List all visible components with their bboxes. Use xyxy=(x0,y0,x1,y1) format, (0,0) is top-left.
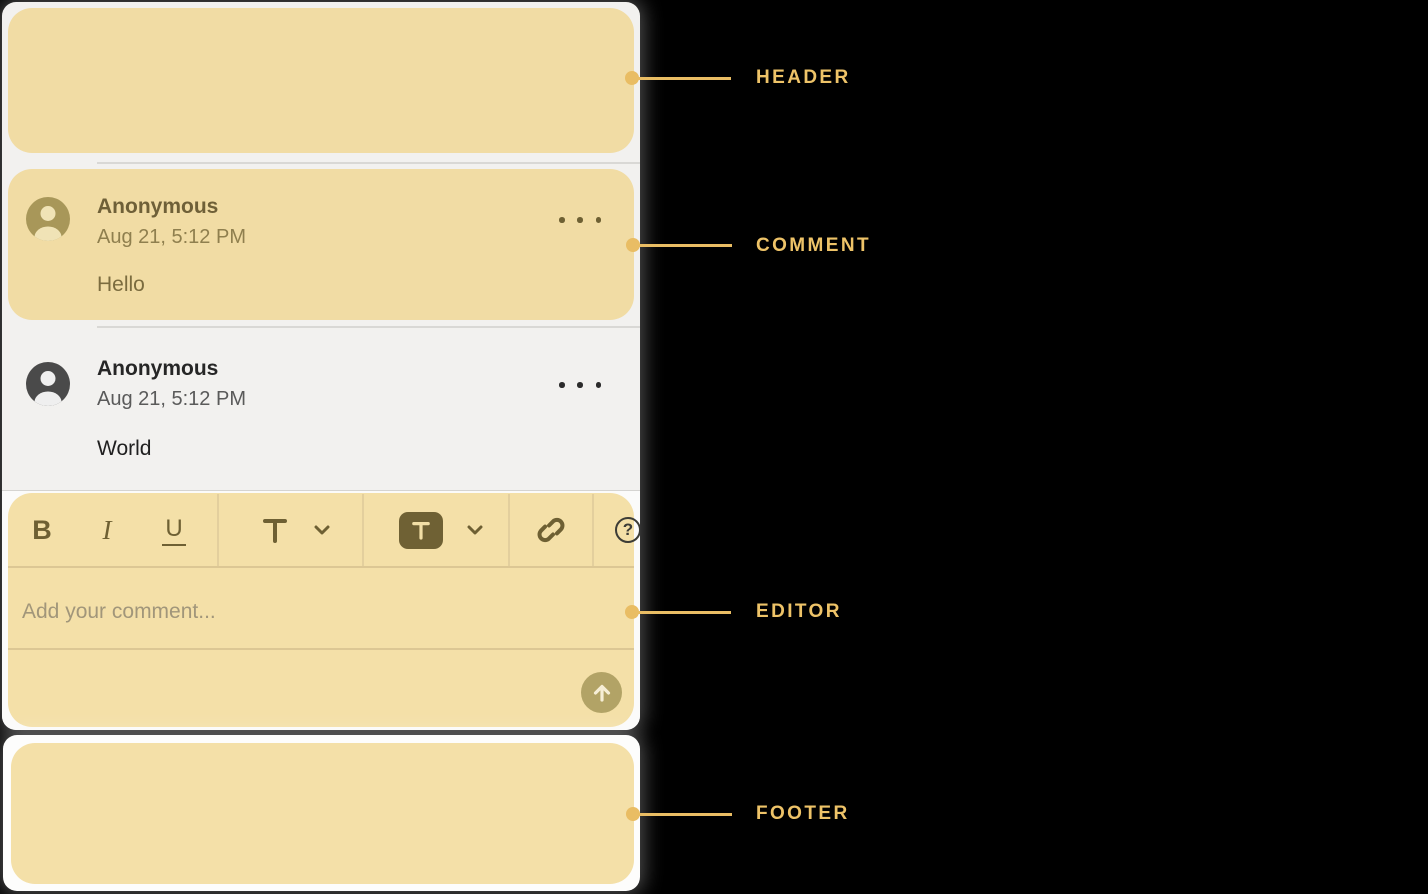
comment-input[interactable] xyxy=(22,591,592,633)
input-bottom-divider xyxy=(8,648,634,650)
toolbar-divider xyxy=(508,494,510,567)
comment-timestamp: Aug 21, 5:12 PM xyxy=(97,388,246,410)
comment-author: Anonymous xyxy=(97,195,219,218)
bold-icon: B xyxy=(32,514,52,545)
divider xyxy=(97,326,640,328)
callout-dot xyxy=(626,807,640,821)
footer-panel xyxy=(3,735,640,891)
underline-icon: U xyxy=(162,515,186,546)
footer-label: FOOTER xyxy=(756,803,850,824)
link-button[interactable] xyxy=(524,500,578,560)
callout-dot xyxy=(625,71,639,85)
underline-button[interactable]: U xyxy=(151,500,197,560)
comment-timestamp: Aug 21, 5:12 PM xyxy=(97,226,246,248)
chevron-down-icon xyxy=(314,525,330,534)
help-button[interactable]: ? xyxy=(602,500,640,560)
chevron-down-icon xyxy=(467,525,483,534)
comment-body: World xyxy=(97,437,152,460)
editor-label: EDITOR xyxy=(756,601,842,622)
text-style-T-icon xyxy=(263,519,287,543)
help-icon: ? xyxy=(615,517,640,543)
comment-options-menu-icon[interactable] xyxy=(559,378,601,392)
toolbar-divider xyxy=(217,494,219,567)
comments-widget-panel: Anonymous Aug 21, 5:12 PM Hello Anonymou… xyxy=(2,2,640,730)
person-icon xyxy=(34,371,62,406)
italic-button[interactable]: I xyxy=(84,500,130,560)
italic-icon: I xyxy=(102,514,112,545)
header-label: HEADER xyxy=(756,67,851,88)
comment-author: Anonymous xyxy=(97,357,219,380)
comment-body: Hello xyxy=(97,273,145,296)
callout-line xyxy=(637,611,731,614)
person-icon xyxy=(34,206,62,241)
callout-line xyxy=(638,813,732,816)
toolbar-divider xyxy=(362,494,364,567)
bold-button[interactable]: B xyxy=(19,500,65,560)
text-color-T-icon xyxy=(399,511,443,549)
text-style-dropdown-button[interactable] xyxy=(236,500,354,560)
avatar xyxy=(26,362,70,406)
comment-options-menu-icon[interactable] xyxy=(559,213,601,227)
toolbar-divider xyxy=(592,494,594,567)
avatar xyxy=(26,197,70,241)
text-color-dropdown-button[interactable] xyxy=(382,500,500,560)
link-icon xyxy=(537,517,565,543)
footer-highlight-region xyxy=(11,743,634,884)
callout-dot xyxy=(626,238,640,252)
callout-line xyxy=(638,244,732,247)
arrow-up-icon xyxy=(593,684,610,702)
callout-dot xyxy=(625,605,639,619)
comment-highlight-region xyxy=(8,169,634,320)
divider xyxy=(97,162,640,164)
callout-line xyxy=(637,77,731,80)
send-comment-button[interactable] xyxy=(581,672,622,713)
header-highlight-region xyxy=(8,8,634,153)
comment-label: COMMENT xyxy=(756,235,871,256)
toolbar-bottom-divider xyxy=(8,566,634,568)
